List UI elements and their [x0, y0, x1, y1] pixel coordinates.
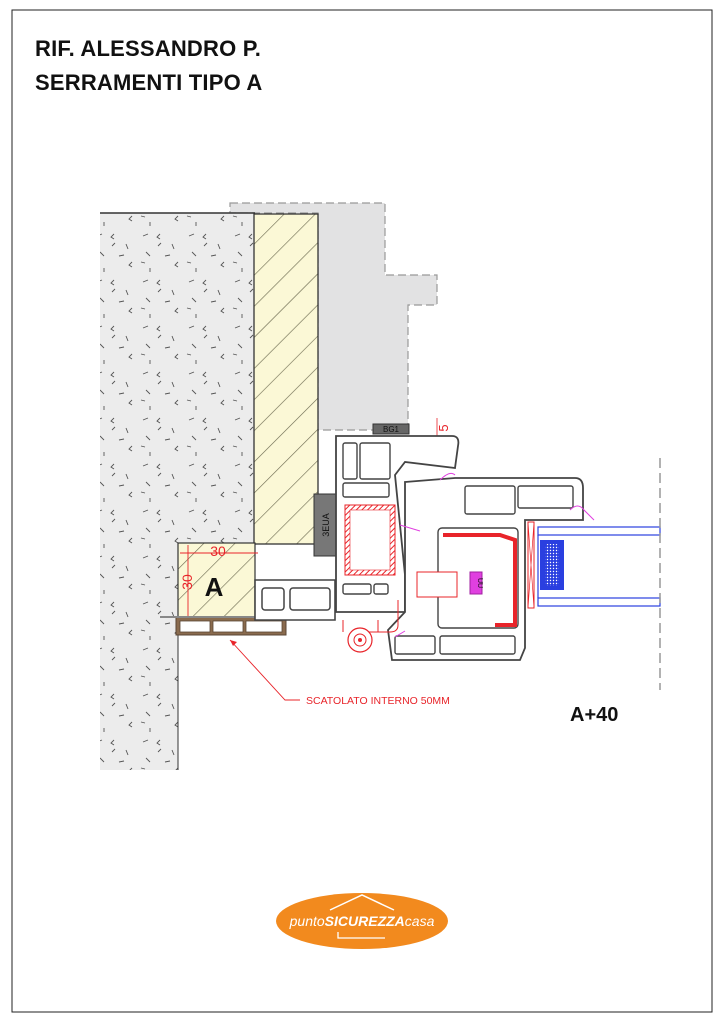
insert-a-block — [177, 542, 256, 618]
dimension-width: 30 — [210, 543, 226, 559]
svg-text:3EUA: 3EUA — [321, 513, 331, 537]
insulation-layer — [253, 213, 319, 545]
sheet-border — [11, 9, 713, 1013]
dimension-height: 30 — [179, 574, 195, 590]
insert-label: A — [205, 572, 224, 602]
brand-logo: puntoSICUREZZAcasa — [276, 893, 448, 949]
seals — [394, 472, 595, 638]
existing-frame-dashed — [229, 202, 438, 431]
hardware-keeper — [469, 571, 483, 595]
dimension-lines — [180, 545, 258, 617]
concrete-wall — [100, 213, 255, 770]
svg-text:UU: UU — [476, 578, 483, 588]
glass-unit — [537, 526, 661, 607]
top-dimension: 5 — [436, 424, 451, 431]
hardware-lock — [416, 571, 458, 598]
svg-text:BG1: BG1 — [383, 425, 400, 434]
title-line-1: RIF. ALESSANDRO P. — [35, 36, 262, 61]
callout-leader — [229, 639, 300, 701]
callout-text: SCATOLATO INTERNO 50MM — [306, 695, 450, 707]
result-label: A+40 — [570, 704, 618, 726]
steel-reinforcement-sash — [443, 533, 517, 627]
top-gasket — [372, 423, 410, 435]
title-line-2: SERRAMENTI TIPO A — [35, 70, 263, 95]
svg-text:puntoSICUREZZAcasa: puntoSICUREZZAcasa — [289, 913, 435, 929]
